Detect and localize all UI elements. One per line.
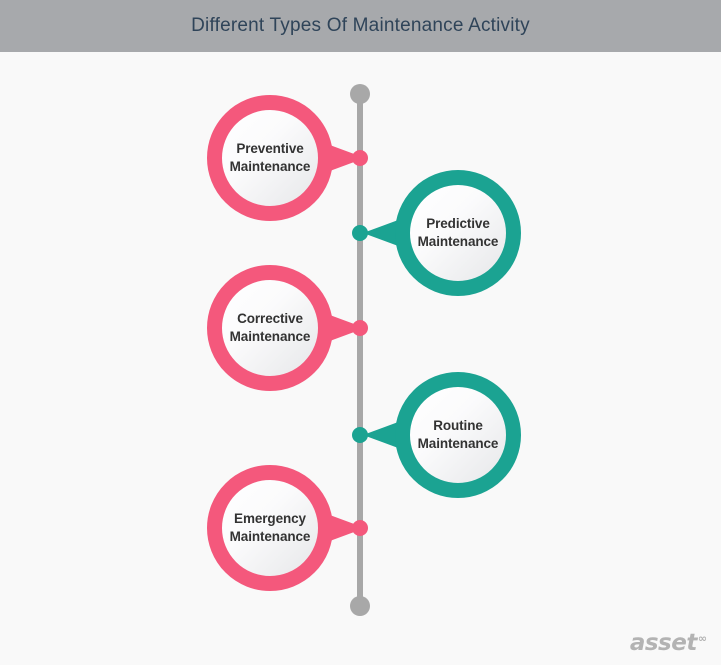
connector-dot-predictive	[352, 225, 368, 241]
connector-dot-routine	[352, 427, 368, 443]
brand-logo: asset ∞	[630, 632, 707, 655]
node-label-corrective: Corrective Maintenance	[229, 311, 311, 344]
node-corrective-maintenance[interactable]: Corrective Maintenance	[207, 265, 365, 391]
infinity-icon: ∞	[697, 632, 707, 645]
header-bar: Different Types Of Maintenance Activity	[0, 0, 721, 52]
timeline-cap-bottom-icon	[350, 596, 370, 616]
connector-dot-corrective	[352, 320, 368, 336]
node-ring-routine: Routine Maintenance	[395, 372, 521, 498]
node-ring-preventive: Preventive Maintenance	[207, 95, 333, 221]
brand-logo-wordmark: asset	[629, 630, 698, 656]
node-label-routine: Routine Maintenance	[417, 418, 499, 451]
connector-dot-preventive	[352, 150, 368, 166]
page-title: Different Types Of Maintenance Activity	[191, 15, 530, 36]
timeline-spine	[357, 92, 363, 608]
node-label-emergency: Emergency Maintenance	[229, 511, 311, 544]
node-ring-corrective: Corrective Maintenance	[207, 265, 333, 391]
connector-dot-emergency	[352, 520, 368, 536]
node-ring-predictive: Predictive Maintenance	[395, 170, 521, 296]
node-label-preventive: Preventive Maintenance	[229, 141, 311, 174]
node-label-predictive: Predictive Maintenance	[417, 216, 499, 249]
node-emergency-maintenance[interactable]: Emergency Maintenance	[207, 465, 365, 591]
timeline-cap-top-icon	[350, 84, 370, 104]
node-preventive-maintenance[interactable]: Preventive Maintenance	[207, 95, 365, 221]
node-ring-emergency: Emergency Maintenance	[207, 465, 333, 591]
node-predictive-maintenance[interactable]: Predictive Maintenance	[363, 170, 521, 296]
diagram-canvas: Preventive Maintenance Predictive Mainte…	[0, 52, 721, 665]
node-routine-maintenance[interactable]: Routine Maintenance	[363, 372, 521, 498]
